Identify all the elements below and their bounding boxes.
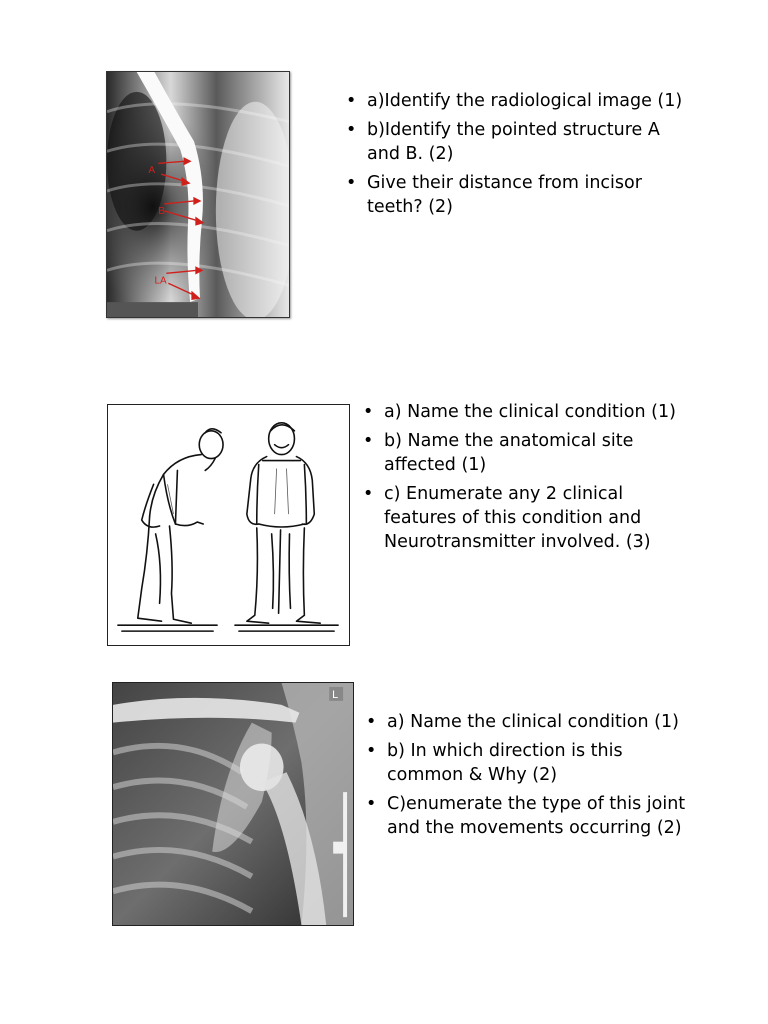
question-item: •Give their distance from incisor teeth?… [346, 173, 642, 217]
question-list: •a) Name the clinical condition (1) •b) … [366, 710, 686, 845]
question-block-2: •a) Name the clinical condition (1) •b) … [0, 390, 768, 660]
question-block-3: L •a) Name the clinical condition (1) •b… [0, 675, 768, 935]
question-block-1: A B LA •a)Identify the radiological imag… [0, 0, 768, 330]
question-item: •c) Enumerate any 2 clinical features of… [363, 484, 651, 552]
question-list: •a)Identify the radiological image (1) •… [346, 89, 686, 224]
question-item: •b) Name the anatomical site affected (1… [363, 431, 634, 475]
label-b: B [158, 206, 165, 217]
question-item: •b)Identify the pointed structure A and … [346, 120, 660, 164]
question-item: •b) In which direction is this common & … [366, 741, 623, 785]
side-marker-label: L [332, 689, 338, 701]
question-item: •a)Identify the radiological image (1) [346, 91, 683, 111]
label-la: LA [154, 275, 166, 286]
question-item: •a) Name the clinical condition (1) [363, 402, 676, 422]
barium-swallow-xray-image: A B LA [106, 71, 290, 318]
label-a: A [149, 165, 156, 176]
question-item: •a) Name the clinical condition (1) [366, 712, 679, 732]
question-list: •a) Name the clinical condition (1) •b) … [363, 400, 683, 559]
shoulder-xray-image: L [112, 682, 354, 926]
parkinsonian-posture-illustration [107, 404, 350, 646]
question-item: •C)enumerate the type of this joint and … [366, 794, 686, 838]
